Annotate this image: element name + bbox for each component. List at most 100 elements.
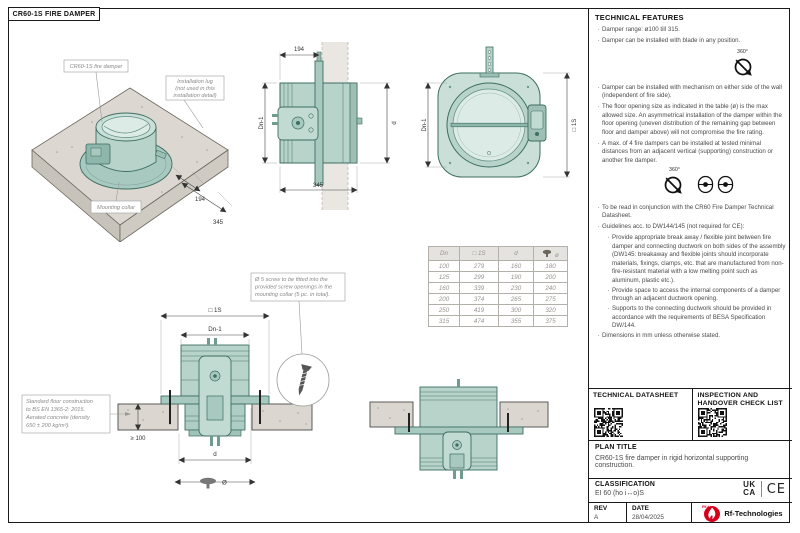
feature-bullet: ·A max. of 4 fire dampers can be install…	[597, 139, 773, 164]
info-column: TECHNICAL FEATURES ·Damper range: ø100 t…	[588, 8, 792, 523]
plan-title-value: CR60-1S fire damper in rigid horizontal …	[595, 455, 749, 469]
svg-text:CR60-1S fire damper: CR60-1S fire damper	[70, 64, 124, 70]
col-d: d	[498, 246, 534, 261]
svg-text:□ 1S: □ 1S	[208, 307, 221, 314]
rotation-label: 360°	[737, 48, 748, 55]
feature-bullet: ·To be read in conjunction with the CR60…	[597, 203, 774, 220]
svg-text:345: 345	[213, 220, 224, 226]
svg-text:installation detail): installation detail)	[173, 93, 216, 99]
svg-text:d: d	[213, 451, 217, 458]
mechanism-section	[198, 355, 232, 446]
feature-bullet: ·Damper range: ø100 till 315.	[597, 26, 680, 33]
iso-dimensions: 194 345	[169, 163, 233, 226]
svg-text:Rf-t: Rf-t	[702, 504, 710, 509]
svg-text:provided screw openings in the: provided screw openings in the	[254, 285, 332, 291]
rev-value: A	[594, 514, 599, 521]
svg-text:Dn-1: Dn-1	[422, 118, 428, 132]
actuator-front	[527, 104, 547, 142]
feature-sub-bullet: ·Provide space to access the internal co…	[607, 286, 781, 303]
conformity-marks: UK CA CE	[743, 481, 786, 497]
section-dimensions: □ 1S Dn-1 d Ø ≥ 100	[131, 307, 270, 489]
mechanism-2	[442, 431, 472, 479]
feature-sub-bullet: ·Supports to the connecting ductwork sho…	[607, 305, 772, 330]
svg-text:345: 345	[313, 183, 324, 189]
floor-slab-iso	[31, 87, 229, 242]
feature-sub-bullet: ·Provide appropriate break away / flexib…	[607, 234, 786, 284]
rev-cell: REV A	[589, 503, 626, 523]
plan-title-block: PLAN TITLE CR60-1S fire damper in rigid …	[589, 440, 792, 478]
date-cell: DATE 28/04/2025	[626, 503, 691, 523]
rotation-label: 360°	[669, 166, 680, 173]
technical-datasheet-label: TECHNICAL DATASHEET	[593, 392, 679, 399]
technical-features: TECHNICAL FEATURES ·Damper range: ø100 t…	[589, 8, 792, 388]
svg-text:mounting collar (5 pc. in tota: mounting collar (5 pc. in total).	[255, 292, 330, 298]
adjacent-damper-icon	[717, 175, 734, 193]
svg-text:to BS EN 1365-2: 2015.: to BS EN 1365-2: 2015.	[26, 407, 85, 413]
sheet-title: CR60-1S FIRE DAMPER	[8, 7, 100, 21]
damper-body-side	[279, 51, 363, 186]
brand-name: Rf-Technologies	[724, 508, 783, 518]
rf-technologies-logo-icon: Rf-t	[702, 504, 721, 522]
front-view: Dn-1 □ 1S	[422, 46, 578, 178]
isometric-view: CR60-1S fire damper Installation lug (no…	[31, 59, 233, 242]
damper-body-iso	[85, 112, 167, 172]
svg-text:194: 194	[294, 47, 305, 53]
screw-icon	[298, 364, 312, 396]
col-1s: □ 1S	[459, 246, 499, 261]
svg-text:Standard floor construction: Standard floor construction	[26, 399, 93, 405]
classification-label: CLASSIFICATION	[595, 481, 656, 488]
distance-icon-row: 360°	[595, 166, 786, 204]
svg-text:Ø: Ø	[222, 480, 227, 487]
side-dimensions: 194 345 Dn-1 d	[259, 47, 398, 193]
sheet-border	[8, 8, 790, 523]
svg-text:Dn-1: Dn-1	[259, 116, 265, 130]
screw-note: Ø 5 screw to be fitted into the provided…	[250, 272, 346, 407]
label-mounting-collar: Mounting collar	[90, 181, 142, 214]
svg-text:□ 1S: □ 1S	[572, 119, 578, 132]
svg-text:Installation lug: Installation lug	[177, 79, 214, 85]
inspection-checklist-cell: INSPECTION AND HANDOVER CHECK LIST	[692, 389, 792, 440]
feature-bullet: ·Dimensions in mm unless otherwise state…	[597, 332, 721, 340]
technical-datasheet-cell: TECHNICAL DATASHEET	[589, 389, 692, 440]
rotation-icon-row: 360°	[595, 48, 786, 84]
label-installation-lug: Installation lug (not used in this insta…	[165, 75, 225, 129]
features-heading: TECHNICAL FEATURES	[595, 13, 684, 22]
feature-bullet: ·The floor opening size as indicated in …	[597, 103, 782, 136]
mechanism-side	[272, 106, 319, 141]
svg-text:(not used in this: (not used in this	[175, 86, 215, 92]
label-damper: CR60-1S fire damper	[63, 59, 129, 123]
section-view-2	[369, 379, 549, 479]
ukca-mark: UK CA	[743, 480, 756, 497]
ce-mark: CE	[766, 481, 786, 497]
feature-bullet: ·Damper can be installed with mechanism …	[597, 83, 782, 100]
col-dn: Dn	[428, 246, 460, 261]
svg-text:650 ± 200 kg/m³).: 650 ± 200 kg/m³).	[26, 423, 70, 429]
inspection-label: INSPECTION AND HANDOVER CHECK LIST	[697, 392, 783, 407]
document-links-row: TECHNICAL DATASHEET INSPECTION AND HANDO…	[589, 388, 792, 440]
damper-symbol-icon	[200, 477, 216, 485]
brand-cell: Rf-t Rf-Technologies	[691, 503, 792, 523]
rotation-360-icon	[664, 176, 682, 194]
front-dimensions: Dn-1 □ 1S	[422, 72, 578, 178]
svg-text:d: d	[392, 121, 398, 124]
damper-symbol-icon	[543, 249, 552, 257]
classification-value: EI 60 (ho i↔o)S	[595, 490, 645, 497]
qr-code-inspection	[698, 408, 728, 437]
qr-code-datasheet	[594, 408, 623, 437]
svg-text:Dn-1: Dn-1	[208, 326, 222, 333]
svg-text:Ø 5 screw to be fitted into th: Ø 5 screw to be fitted into the	[254, 277, 328, 283]
svg-text:≥ 100: ≥ 100	[131, 436, 147, 442]
date-value: 28/04/2025	[632, 514, 664, 521]
feature-bullet: ·Guidelines acc. to DW144/145 (not requi…	[597, 223, 745, 231]
adjacent-damper-icon	[697, 175, 714, 193]
floor-note: Standard floor construction to BS EN 136…	[21, 394, 131, 434]
col-dia: ø	[533, 246, 568, 261]
